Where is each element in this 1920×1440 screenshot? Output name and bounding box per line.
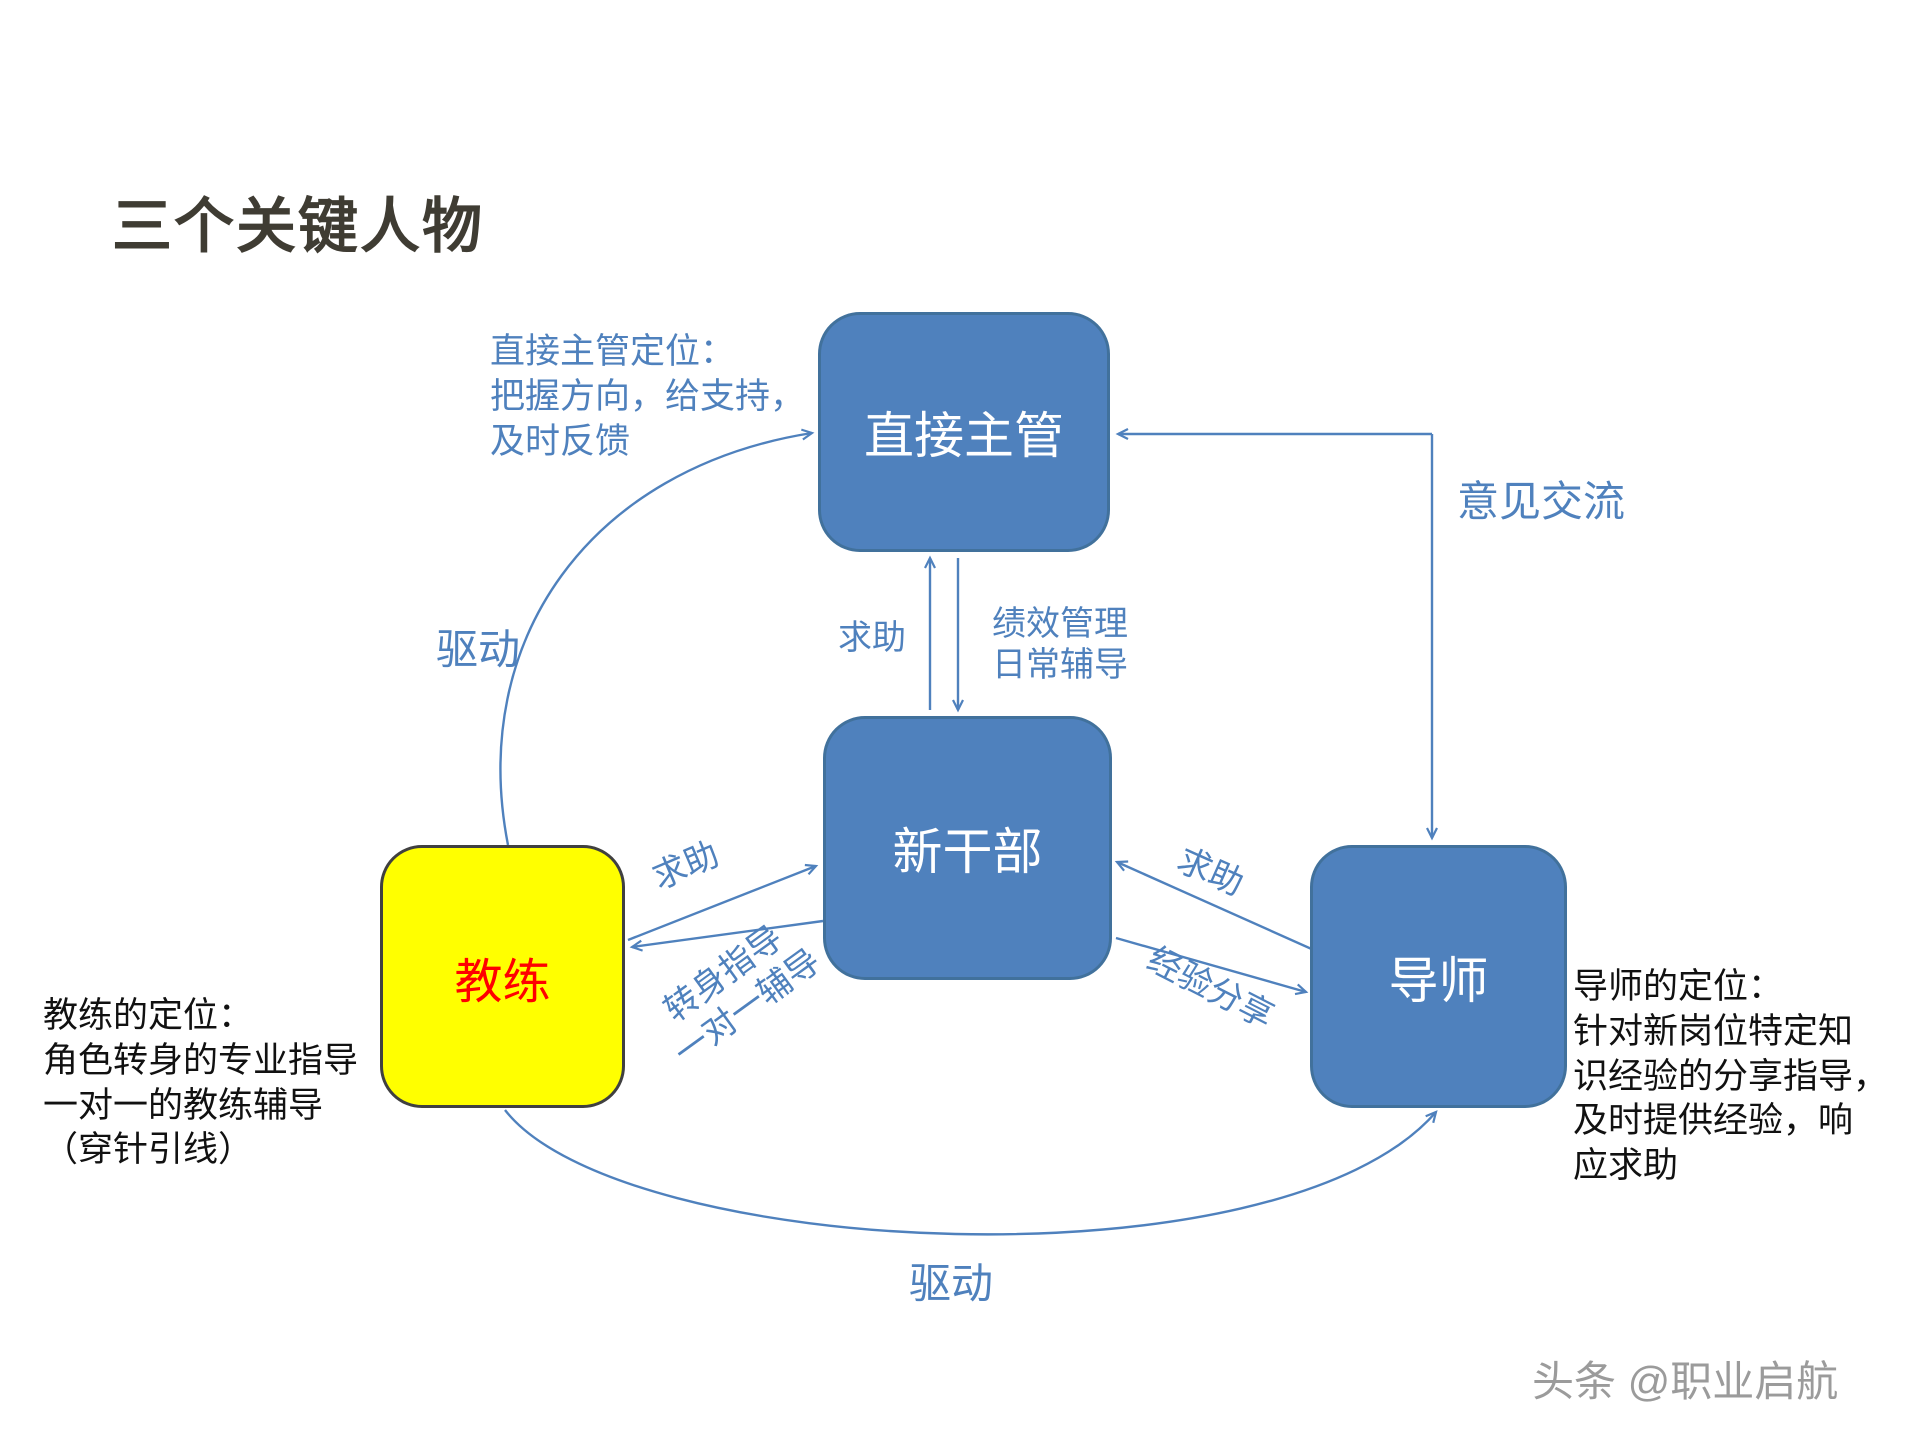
node-supervisor-label: 直接主管 — [864, 408, 1064, 464]
edge-turn-guidance-label: 转身指导 一对一辅导 — [657, 918, 828, 1073]
node-cadre-label: 新干部 — [892, 824, 1043, 880]
coach-role-text: 教练的定位： 角色转身的专业指导 一对一的教练辅导 （穿针引线） — [43, 996, 359, 1170]
node-coach: 教练 — [380, 845, 625, 1108]
edge-opinion-exchange-label: 意见交流 — [1457, 478, 1626, 525]
node-supervisor: 直接主管 — [818, 312, 1110, 552]
edge-performance-label: 绩效管理 日常辅导 — [992, 605, 1128, 685]
edge-help-mentor-label: 求助 — [1171, 840, 1250, 904]
mentor-role-text: 导师的定位： 针对新岗位特定知 识经验的分享指导， 及时提供经验，响 应求助 — [1573, 967, 1889, 1186]
page-title: 三个关键人物 — [112, 193, 484, 260]
node-cadre: 新干部 — [823, 716, 1112, 980]
edge-drive-bottom-arc — [504, 1109, 1438, 1236]
edge-drive-left-label: 驱动 — [436, 626, 521, 673]
node-mentor: 导师 — [1310, 845, 1567, 1108]
edge-help-coach-label: 求助 — [646, 835, 725, 897]
edge-experience-share-label: 经验分享 — [1141, 940, 1280, 1036]
edge-drive-bottom-label: 驱动 — [909, 1260, 994, 1307]
edge-help-supervisor-label: 求助 — [838, 619, 906, 657]
edge-drive-left-arc — [499, 428, 815, 846]
node-mentor-label: 导师 — [1388, 952, 1489, 1009]
node-coach-label: 教练 — [454, 955, 551, 1009]
supervisor-role-text: 直接主管定位： 把握方向，给支持， 及时反馈 — [490, 332, 806, 461]
watermark: 头条 @职业启航 — [1532, 1358, 1839, 1405]
